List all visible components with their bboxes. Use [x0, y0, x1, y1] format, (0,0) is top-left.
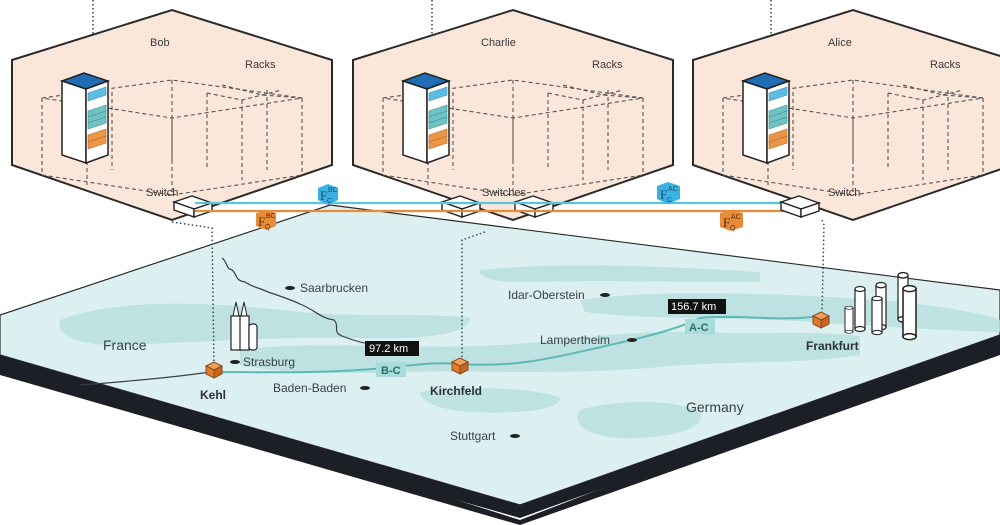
link-bc-label: B-C [381, 365, 401, 377]
svg-text:AC: AC [668, 186, 678, 193]
country-label-france: France [103, 337, 147, 353]
link-ac-label: A-C [689, 322, 709, 334]
switch-label-alice: Switch [828, 187, 860, 199]
room-title-bob: Bob [150, 37, 170, 49]
svg-text:BC: BC [266, 213, 276, 220]
fiber-links [195, 201, 800, 213]
racks-label-charlie: Racks [592, 59, 623, 71]
room-charlie: Charlie Racks Switches [352, 9, 674, 221]
city-label-idar-oberstein: Idar-Oberstein [508, 288, 585, 302]
fiber-route [214, 315, 821, 374]
link-bc-distance: 97.2 km [369, 343, 408, 355]
badge-fq-bc[interactable]: F BC Q [256, 210, 276, 231]
svg-text:F: F [320, 188, 327, 203]
node-kehl-icon[interactable] [205, 361, 223, 379]
node-label-frankfurt: Frankfurt [806, 339, 859, 353]
badge-fq-ac[interactable]: F AC Q [720, 210, 743, 232]
city-label-stuttgart: Stuttgart [450, 429, 496, 443]
link-ac-distance: 156.7 km [671, 301, 716, 313]
cathedral-icon [230, 301, 258, 351]
link-ac: 156.7 km A-C [668, 299, 726, 334]
city-label-baden-baden: Baden-Baden [273, 381, 346, 395]
node-frankfurt-icon[interactable] [812, 311, 830, 329]
svg-text:AC: AC [731, 214, 741, 221]
svg-text:C: C [327, 198, 332, 205]
switch-label-bob: Switch [146, 187, 178, 199]
svg-text:BC: BC [328, 187, 338, 194]
svg-text:C: C [667, 197, 672, 204]
badge-fc-ac[interactable]: F AC C [657, 182, 680, 204]
city-label-lampertheim: Lampertheim [540, 333, 610, 347]
border-line-west [79, 371, 211, 386]
svg-text:F: F [660, 187, 667, 202]
node-label-kehl: Kehl [200, 388, 226, 402]
racks-label-alice: Racks [930, 59, 961, 71]
badge-fc-bc[interactable]: F BC C [318, 184, 338, 205]
city-markers [230, 286, 637, 438]
city-label-strasburg: Strasburg [243, 355, 295, 369]
svg-text:Q: Q [730, 225, 736, 232]
city-label-saarbrucken: Saarbrucken [300, 281, 368, 295]
country-label-germany: Germany [686, 399, 744, 415]
room-bob: Bob Racks Switch [11, 9, 333, 221]
node-label-kirchfeld: Kirchfeld [430, 384, 482, 398]
node-kirchfeld-icon[interactable] [451, 357, 469, 375]
room-title-charlie: Charlie [481, 37, 516, 49]
svg-text:F: F [723, 215, 730, 230]
border-line [221, 257, 381, 347]
map-edge [0, 335, 1000, 525]
switch-label-charlie: Switches [482, 187, 527, 199]
link-bc: 97.2 km B-C [365, 341, 419, 377]
svg-text:F: F [258, 214, 265, 229]
room-title-alice: Alice [828, 37, 852, 49]
svg-text:Q: Q [265, 224, 271, 231]
room-alice: Alice Racks Switch [692, 9, 1000, 221]
racks-label-bob: Racks [245, 59, 276, 71]
